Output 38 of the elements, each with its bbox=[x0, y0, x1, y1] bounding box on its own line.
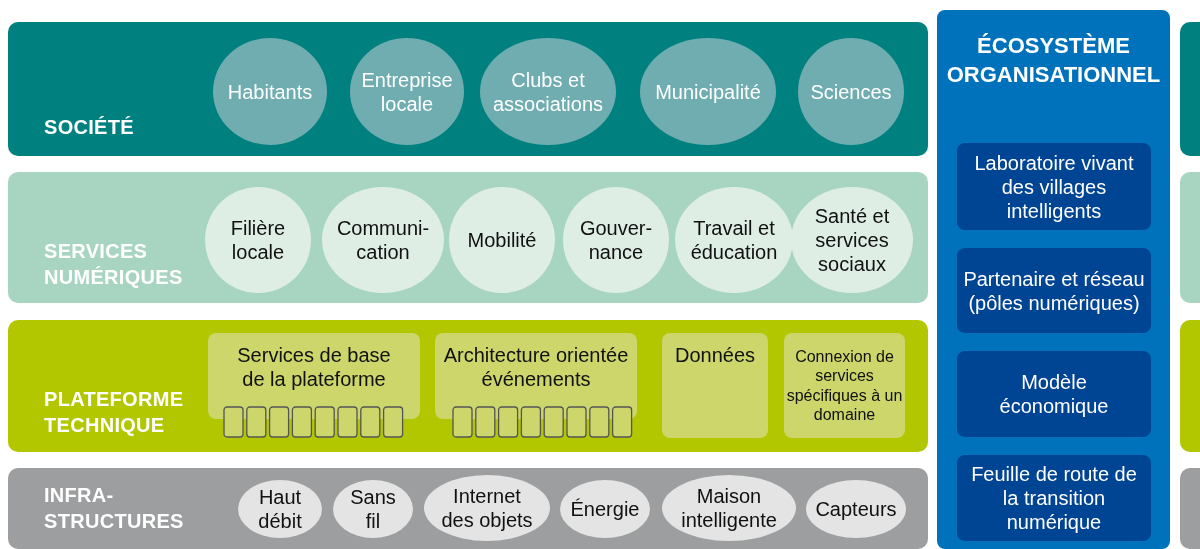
band-edge bbox=[1180, 320, 1200, 452]
item-card: Connexion de services spécifiques à un domaine bbox=[784, 333, 905, 438]
item-ellipse: Gouver- nance bbox=[563, 187, 669, 293]
item-ellipse: Entreprise locale bbox=[350, 38, 464, 145]
item-ellipse: Mobilité bbox=[449, 187, 555, 293]
item-ellipse: Santé et services sociaux bbox=[791, 187, 913, 293]
item-card: Services de base de la plateforme bbox=[208, 333, 420, 419]
item-ellipse: Internet des objets bbox=[424, 475, 550, 541]
layer-band bbox=[8, 22, 928, 156]
item-card: Données bbox=[662, 333, 768, 438]
layer-band bbox=[8, 320, 928, 452]
item-card: Partenaire et réseau (pôles numériques) bbox=[957, 248, 1151, 333]
layer-heading: PLATEFORME TECHNIQUE bbox=[44, 387, 184, 438]
item-ellipse: Énergie bbox=[560, 480, 650, 538]
item-ellipse: Haut débit bbox=[238, 480, 322, 538]
item-ellipse: Municipalité bbox=[640, 38, 776, 145]
item-ellipse: Clubs et associations bbox=[480, 38, 616, 145]
item-ellipse: Sciences bbox=[798, 38, 904, 145]
layer-band bbox=[8, 172, 928, 303]
item-card: Modèle économique bbox=[957, 351, 1151, 437]
item-ellipse: Sans fil bbox=[333, 480, 413, 538]
item-card: Feuille de route de la transition numérique bbox=[957, 455, 1151, 541]
item-ellipse: Filière locale bbox=[205, 187, 311, 293]
band-edge bbox=[1180, 172, 1200, 303]
item-ellipse: Maison intelligente bbox=[662, 475, 796, 541]
item-card: Laboratoire vivant des villages intelligents bbox=[957, 143, 1151, 230]
item-ellipse: Habitants bbox=[213, 38, 327, 145]
layer-heading: SERVICES NUMÉRIQUES bbox=[44, 239, 183, 290]
panel-heading: ÉCOSYSTÈME ORGANISATIONNEL bbox=[945, 32, 1162, 89]
band-edge bbox=[1180, 468, 1200, 549]
item-ellipse: Capteurs bbox=[806, 480, 906, 538]
item-ellipse: Communi- cation bbox=[322, 187, 444, 293]
ecosystem-panel bbox=[937, 10, 1170, 549]
layer-heading: INFRA- STRUCTURES bbox=[44, 483, 184, 534]
band-edge bbox=[1180, 22, 1200, 156]
item-ellipse: Travail et éducation bbox=[675, 187, 793, 293]
layer-heading: SOCIÉTÉ bbox=[44, 115, 134, 140]
layer-band bbox=[8, 468, 928, 549]
